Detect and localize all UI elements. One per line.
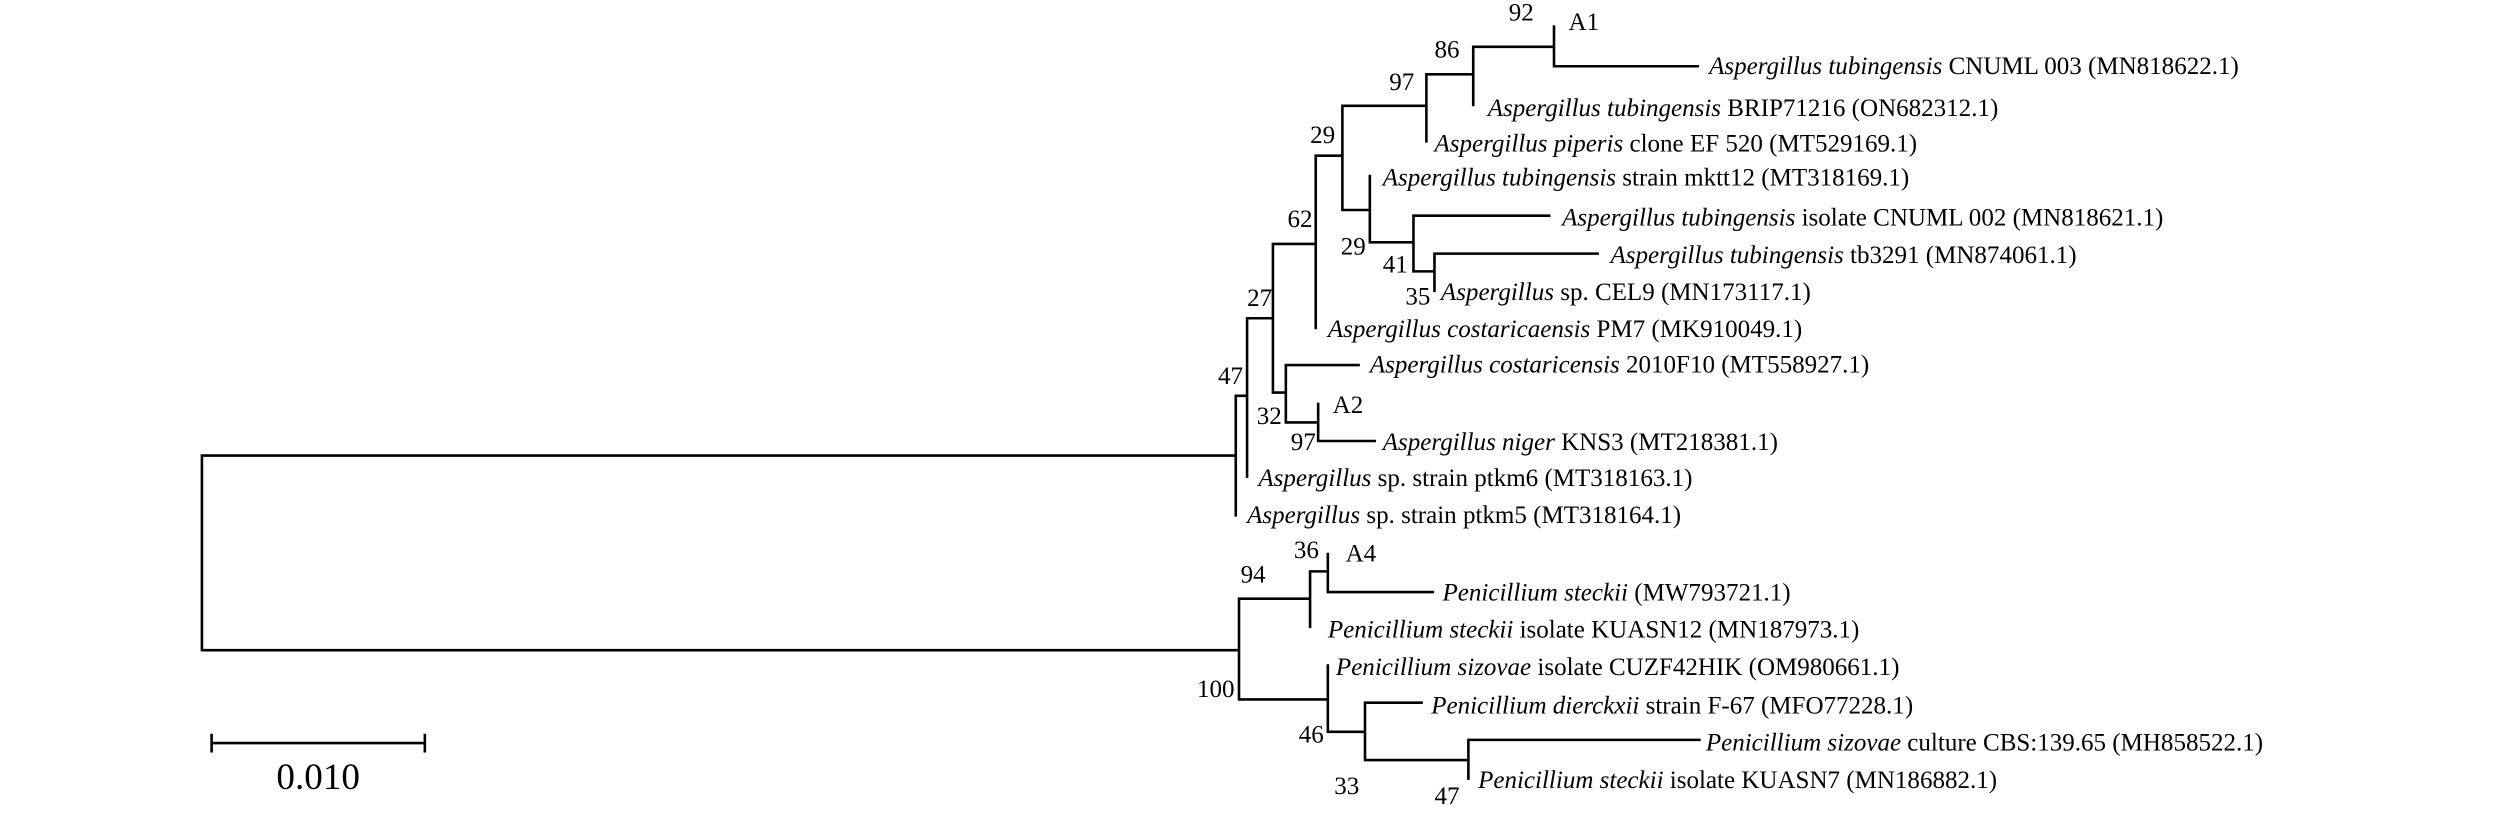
bootstrap-value: 46 (1299, 721, 1324, 748)
bootstrap-value: 29 (1341, 234, 1366, 261)
bootstrap-value: 86 (1434, 36, 1459, 63)
bootstrap-value: 97 (1389, 69, 1414, 96)
scale-bar-label: 0.010 (276, 757, 360, 798)
bootstrap-value: 92 (1509, 0, 1534, 26)
taxon-label: Aspergillus sp. strain ptkm6 (MT318163.1… (1256, 465, 1692, 492)
bootstrap-value: 29 (1310, 122, 1335, 149)
taxon-label: Aspergillus niger KNS3 (MT218381.1) (1381, 429, 1778, 456)
bootstrap-value: 36 (1294, 537, 1319, 564)
bootstrap-value: 35 (1405, 284, 1430, 311)
taxon-label-a1: A1 (1569, 9, 1600, 36)
bootstrap-value: 100 (1197, 676, 1235, 703)
bootstrap-value: 41 (1383, 251, 1408, 278)
taxon-label: Aspergillus sp. strain ptkm5 (MT318164.1… (1245, 502, 1681, 529)
bootstrap-value: 97 (1291, 429, 1316, 456)
taxon-label: Aspergillus tubingensis CNUML 003 (MN818… (1707, 53, 2239, 80)
taxon-label: Aspergillus tubingensis BRIP71216 (ON682… (1486, 95, 1999, 122)
bootstrap-value: 27 (1247, 285, 1272, 312)
bootstrap-value: 94 (1241, 561, 1267, 588)
taxon-label: Aspergillus piperis clone EF 520 (MT5291… (1432, 130, 1917, 157)
taxon-label: Penicillium dierckxii strain F-67 (MFO77… (1430, 692, 1913, 719)
tree-branches (200, 25, 1701, 780)
taxon-label-a2: A2 (1333, 392, 1364, 419)
bootstrap-value: 47 (1218, 363, 1243, 390)
taxon-label: Aspergillus costaricensis 2010F10 (MT558… (1368, 351, 1869, 378)
taxon-label: Penicillium sizovae culture CBS:139.65 (… (1705, 729, 2263, 756)
bootstrap-value: 33 (1334, 773, 1359, 800)
taxon-label: Aspergillus costaricaensis PM7 (MK910049… (1326, 316, 1802, 343)
taxon-label: Penicillium steckii isolate KUASN7 (MN18… (1477, 767, 1997, 794)
taxon-label-a4: A4 (1346, 540, 1377, 567)
bootstrap-value: 47 (1434, 783, 1459, 810)
bootstrap-value: 32 (1257, 403, 1282, 430)
bootstrap-value: 62 (1287, 206, 1312, 233)
taxon-label: Aspergillus tubingensis tb3291 (MN874061… (1609, 242, 2077, 269)
taxon-label: Penicillium sizovae isolate CUZF42HIK (O… (1335, 654, 1899, 681)
taxon-label: Aspergillus tubingensis isolate CNUML 00… (1560, 204, 2163, 231)
taxon-label: Aspergillus sp. CEL9 (MN173117.1) (1439, 279, 1811, 306)
taxon-label: Penicillium steckii isolate KUASN12 (MN1… (1327, 616, 1859, 643)
scale-bar (210, 733, 427, 753)
taxon-label: Aspergillus tubingensis strain mktt12 (M… (1381, 164, 1909, 191)
taxon-label: Penicillium steckii (MW793721.1) (1442, 579, 1791, 606)
